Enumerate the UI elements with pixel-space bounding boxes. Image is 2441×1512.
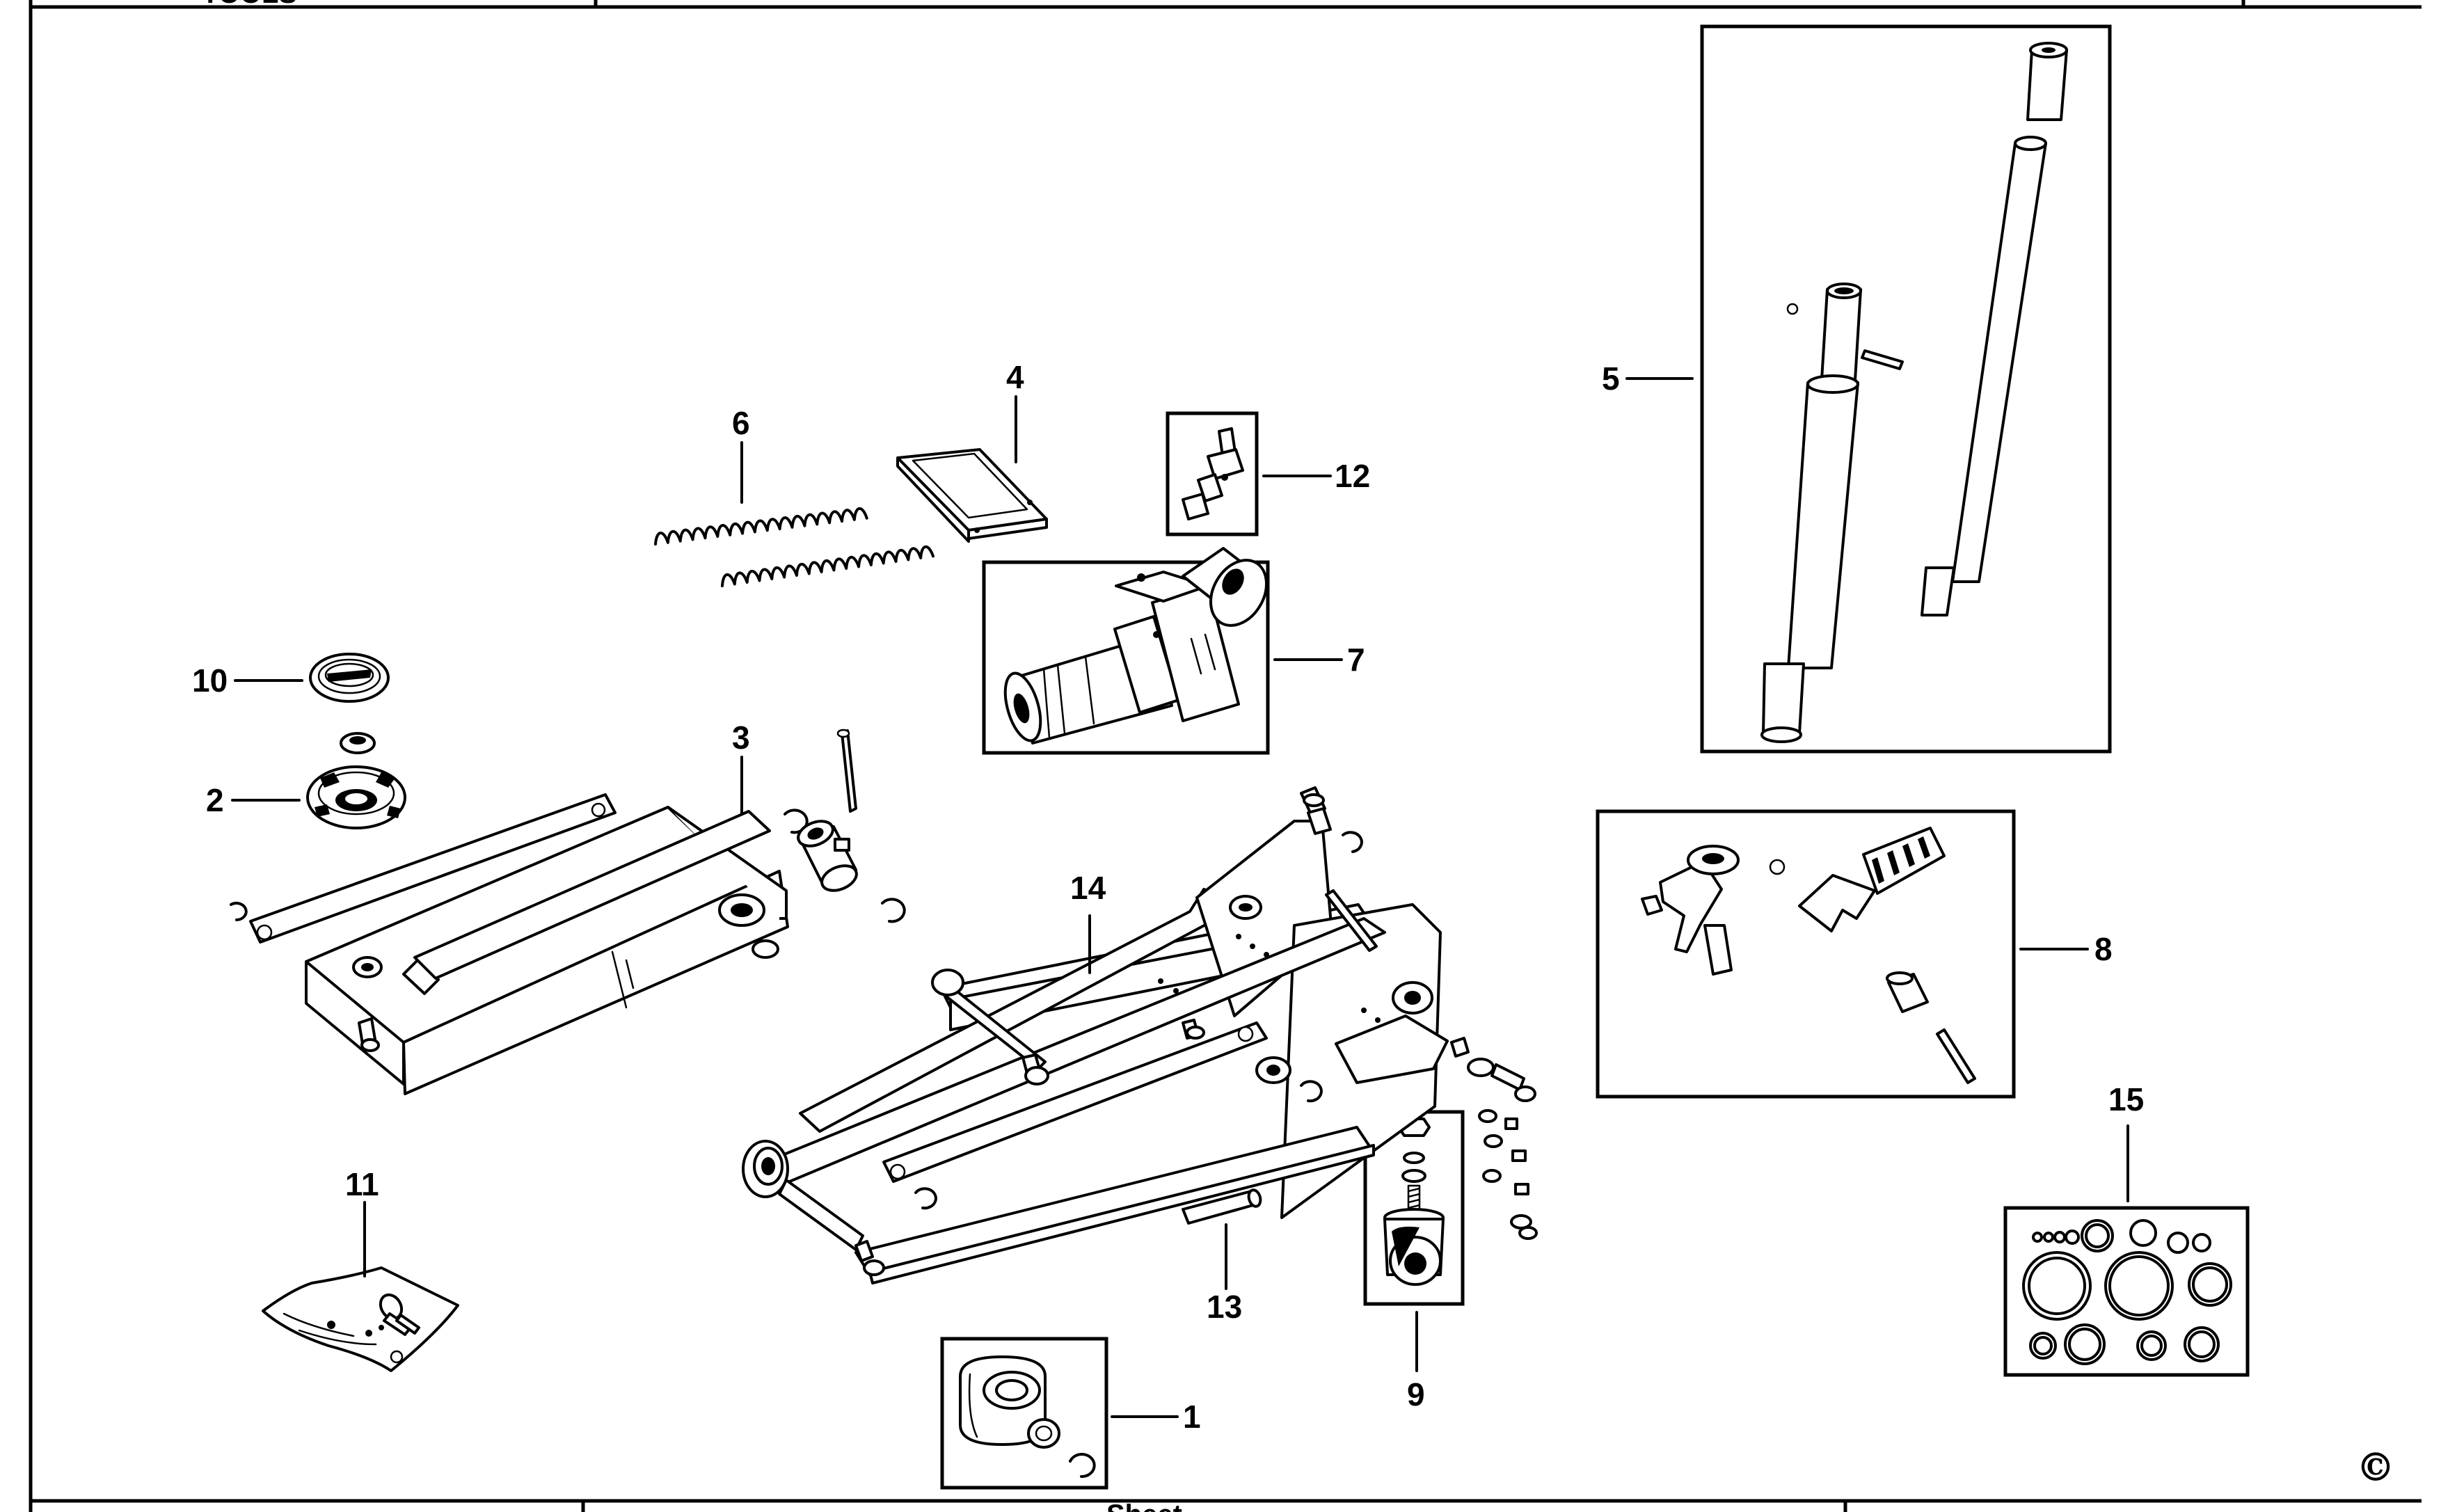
part-9-castor-wheel — [1363, 1110, 1465, 1306]
callout-14: 14 — [1070, 870, 1106, 906]
main-frame-assembly — [742, 786, 1538, 1284]
part-7-pump-unit — [982, 547, 1270, 755]
header-logo-text: TOOLS — [202, 0, 297, 9]
callout-13: 13 — [1207, 1289, 1242, 1325]
callout-8: 8 — [2094, 931, 2113, 967]
callout-4: 4 — [1006, 359, 1024, 395]
part-11-fastener-bag — [262, 1266, 459, 1372]
callout-5: 5 — [1602, 360, 1620, 397]
callout-12: 12 — [1335, 458, 1370, 494]
part-2-saddle — [306, 732, 406, 829]
lifting-arm-assembly — [230, 793, 789, 1095]
part-15-seal-kit — [2003, 1206, 2250, 1377]
part-4-cover-plate — [896, 448, 1048, 543]
callout-6: 6 — [732, 405, 750, 441]
drawing-frame: TOOLS Sheet — [29, 0, 2422, 1512]
callout-15: 15 — [2108, 1081, 2144, 1117]
copyright-mark: © — [2356, 1445, 2395, 1490]
callout-labels: 1 2 3 4 5 6 7 8 9 10 11 12 13 14 15 — [192, 359, 2144, 1435]
part-6-return-springs — [654, 507, 935, 587]
callout-1: 1 — [1183, 1399, 1201, 1435]
callout-2: 2 — [206, 782, 224, 818]
callout-9: 9 — [1407, 1376, 1425, 1412]
callout-3: 3 — [732, 719, 750, 756]
callout-11: 11 — [345, 1166, 379, 1202]
part-5-handle-assembly — [1700, 24, 2112, 754]
footer-sheet-text: Sheet — [1106, 1499, 1182, 1512]
part-13-sleeve — [1182, 1188, 1262, 1225]
callout-10: 10 — [192, 662, 228, 699]
part-12-release-valve — [1166, 411, 1259, 536]
part-10-saddle-pad — [309, 653, 390, 703]
callout-7: 7 — [1347, 642, 1365, 678]
part-1-roller-kit — [940, 1337, 1108, 1490]
part-8-pedal-assembly — [1596, 809, 2016, 1099]
part-3-ram-and-pins — [737, 729, 906, 923]
